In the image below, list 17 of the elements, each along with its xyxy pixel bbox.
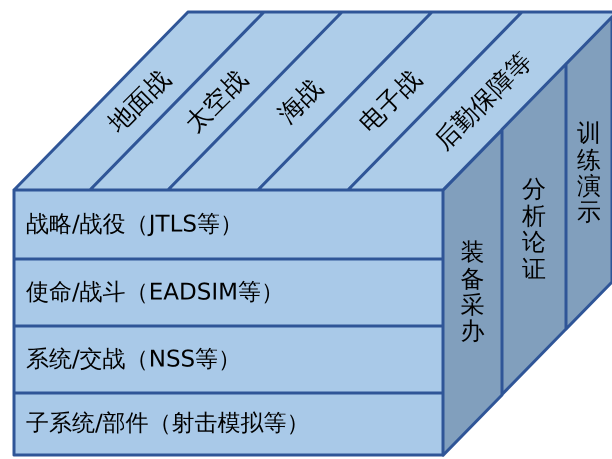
front-face-band: [14, 190, 443, 259]
strip-label: 地面战: [104, 66, 174, 136]
strip-label: 电子战: [354, 66, 426, 136]
front-face-band: [14, 393, 443, 455]
column-label: 装备采办: [460, 240, 484, 346]
side-face-column: [566, 17, 612, 330]
column-label: 分析论证: [522, 176, 546, 282]
strip-label: 海战: [273, 74, 327, 128]
band-label: 系统/交战（NSS等）: [26, 348, 242, 371]
strip-label: 太空战: [180, 66, 252, 136]
front-face-band: [14, 326, 443, 393]
column-label: 训练演示: [577, 120, 601, 226]
strip-label: 后勤保障等: [429, 48, 536, 154]
band-label: 战略/战役（JTLS等）: [26, 213, 243, 236]
band-label: 使命/战斗（EADSIM等）: [26, 281, 284, 304]
front-face-band: [14, 259, 443, 326]
band-label: 子系统/部件（射击模拟等）: [26, 412, 310, 436]
